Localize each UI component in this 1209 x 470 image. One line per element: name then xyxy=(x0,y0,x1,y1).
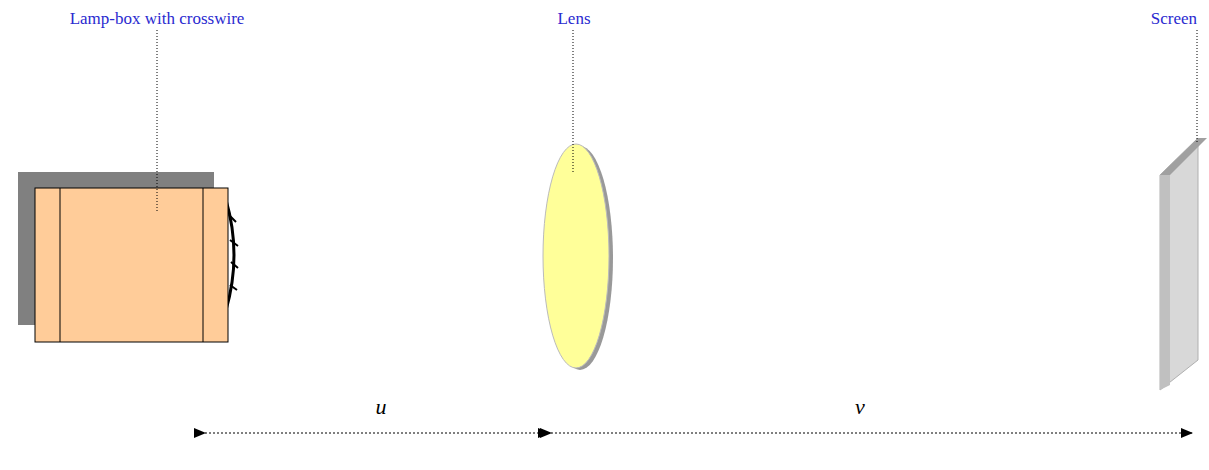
screen xyxy=(1160,138,1207,390)
distance-symbol: v xyxy=(855,396,865,418)
lens xyxy=(543,144,613,370)
distance-symbol: u xyxy=(376,396,387,418)
part-label: Screen xyxy=(1151,10,1197,27)
lamp-box xyxy=(18,172,238,342)
distance-arrows xyxy=(205,433,1192,434)
part-label: Lens xyxy=(557,10,590,27)
part-label: Lamp-box with crosswire xyxy=(70,10,245,27)
leader-lines xyxy=(157,30,1197,212)
